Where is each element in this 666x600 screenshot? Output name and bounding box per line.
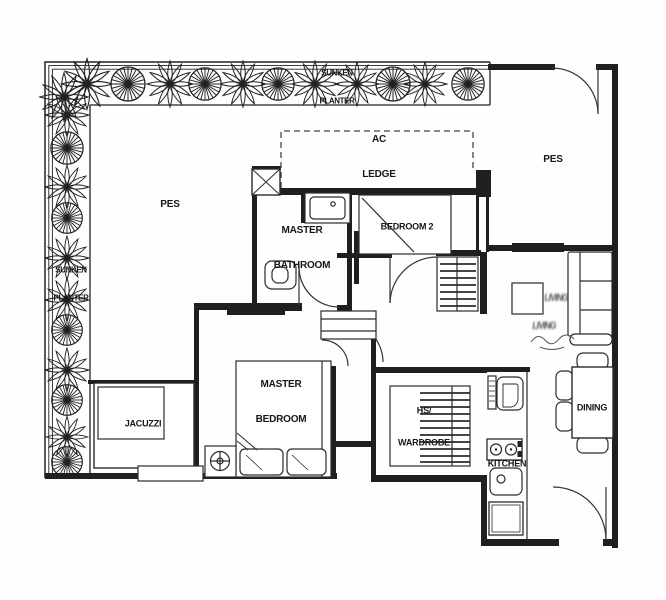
label-pes-left: PES [160,199,180,211]
sofa [567,251,613,346]
label-ac-ledge: AC LEDGE [362,133,396,180]
label-sunken-planter-top: SUNKEN PLANTER [319,68,355,106]
living-watermark-line2: LIVING [531,319,557,332]
living-scribble [530,334,575,350]
kitchen-counter [486,372,528,539]
stove [486,438,523,461]
tv-console [511,282,544,315]
dining-set [555,352,614,454]
fridge [488,501,524,536]
label-pes-right: PES [543,154,563,166]
pes-gate-arc [551,67,599,115]
fixtures [93,168,614,539]
label-bedroom-2: BEDROOM 2 [380,221,434,232]
kitchen-sink-bottom [489,467,523,496]
label-kitchen: KITCHEN [487,458,527,469]
label-hs-wardrobe: HS/ WARDROBE [398,405,450,448]
master-bed [235,360,332,478]
living-watermark-line1: LIVING [543,291,569,304]
bedroom2-bed [358,194,452,255]
kitchen-sink-top [496,376,524,411]
label-sunken-planter-left: SUNKEN PLANTER [53,265,89,303]
hall-console [320,310,377,340]
bedside-table [204,445,237,478]
label-master-bathroom: MASTER BATHROOM [273,224,331,271]
bathroom-door-arc [298,266,340,308]
bedroom2-door-arc [389,256,438,304]
planter-step [137,465,204,482]
hs-wardrobe-cabinet [389,385,471,467]
vanity-sink [304,192,351,224]
label-jacuzzi: JACUZZI [124,418,162,429]
entrance-door-arc [552,486,607,541]
shelf-unit [436,256,479,312]
label-master-bedroom: MASTER BEDROOM [255,378,307,425]
ac-ledge-dashed-outline [280,130,474,188]
label-dining: DINING [576,402,608,413]
dining-table [571,366,614,439]
jacuzzi-tub [93,382,195,469]
shaft-box [251,168,281,196]
toilet [264,260,297,290]
